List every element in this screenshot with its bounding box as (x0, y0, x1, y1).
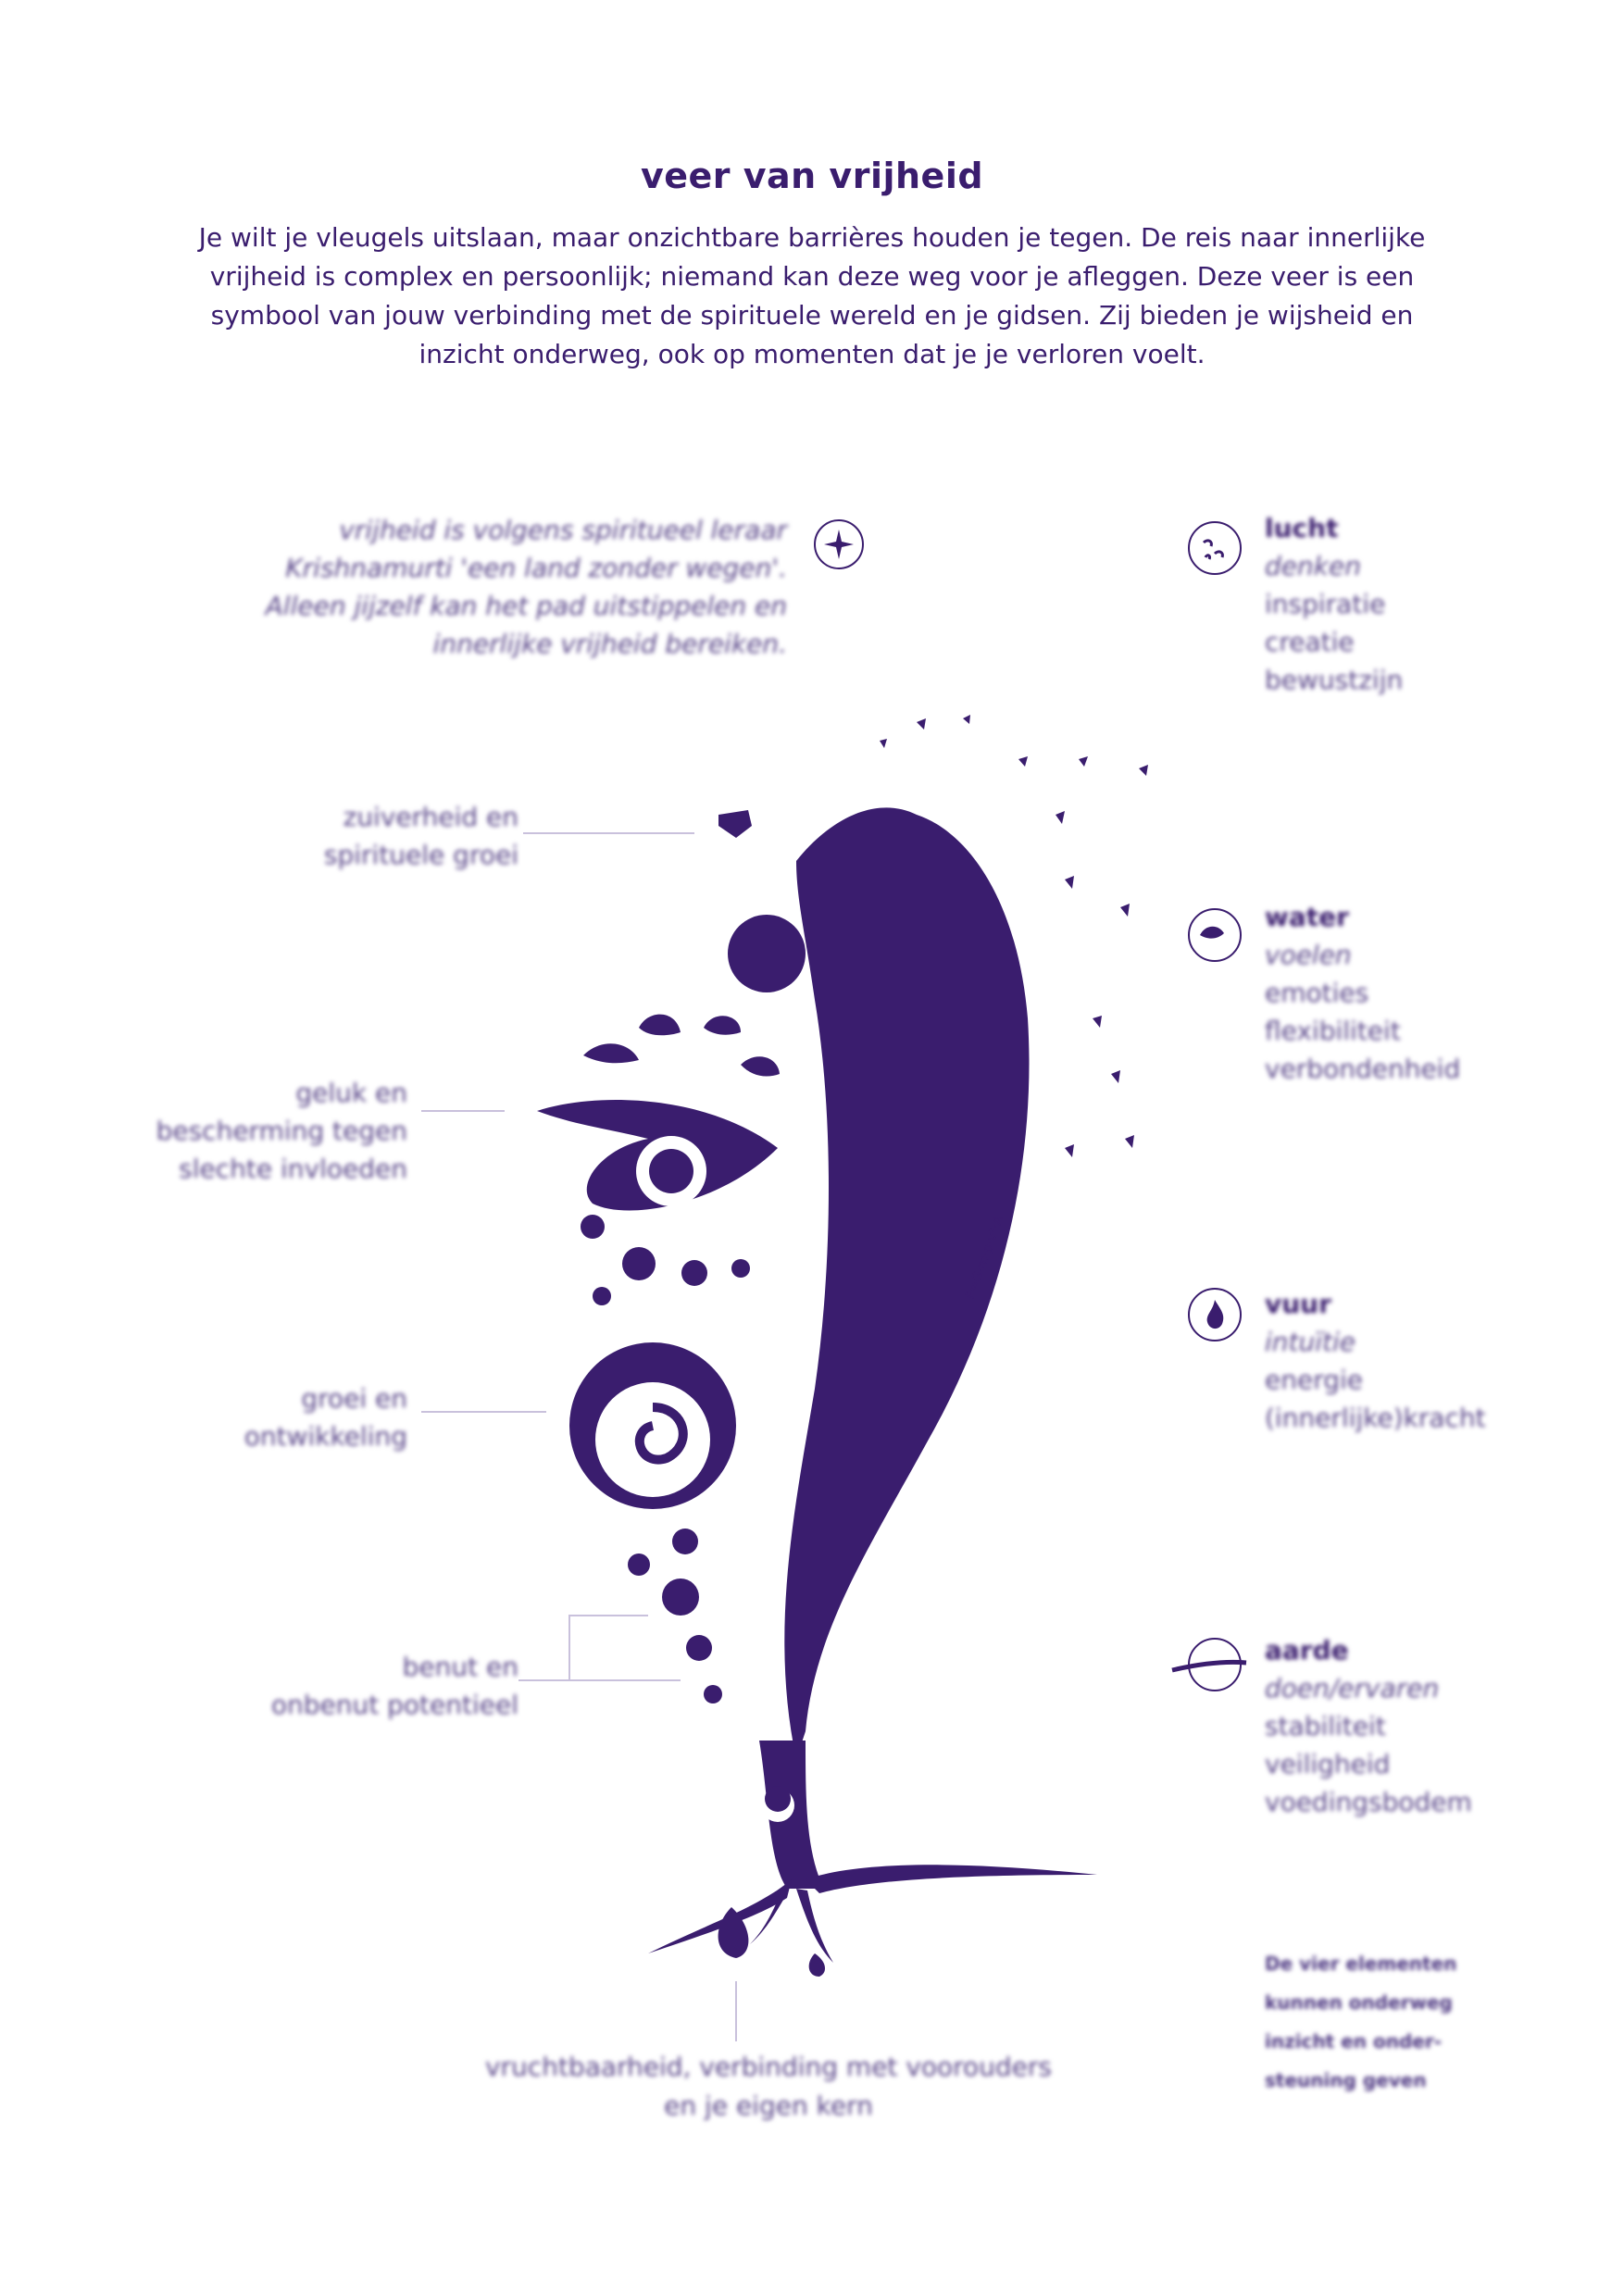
element-air: lucht denken inspiratie creatie bewustzi… (1265, 509, 1403, 699)
element-fire: vuur intuïtie energie (innerlijke)kracht (1265, 1285, 1486, 1437)
earth-icon (1171, 1638, 1247, 1691)
label-line: groei en (301, 1383, 407, 1414)
intro-text: Je wilt je vleugels uitslaan, maar onzic… (198, 222, 1426, 369)
element-item: flexibiliteit (1265, 1016, 1401, 1046)
quote-line: Krishnamurti 'een land zonder wegen'. (285, 553, 787, 583)
label-line: en je eigen kern (664, 2090, 873, 2121)
element-item: stabiliteit (1265, 1711, 1386, 1741)
note-line: kunnen onderweg (1265, 1991, 1453, 2014)
element-item: energie (1265, 1365, 1363, 1395)
krishnamurti-quote: vrijheid is volgens spiritueel leraar Kr… (241, 511, 787, 663)
element-name: vuur (1265, 1289, 1331, 1319)
element-item: denken (1265, 551, 1361, 581)
element-item: veiligheid (1265, 1749, 1391, 1779)
note-line: inzicht en onder- (1265, 2030, 1442, 2053)
element-item: voelen (1265, 940, 1352, 970)
four-elements-note: De vier elementen kunnen onderweg inzich… (1265, 1944, 1468, 2100)
seed-drop (808, 1953, 826, 1977)
note-line: steuning geven (1265, 2069, 1427, 2091)
label-line: spirituele groei (323, 840, 518, 870)
gem (718, 810, 752, 838)
page-title: veer van vrijheid (640, 156, 984, 196)
label-line: onbenut potentieel (270, 1690, 518, 1720)
quote-line: innerlijke vrijheid bereiken. (432, 629, 787, 659)
feather-shape (784, 807, 1030, 1759)
element-item: creatie (1265, 627, 1355, 657)
quote-line: vrijheid is volgens spiritueel leraar (339, 515, 787, 545)
element-item: doen/ervaren (1265, 1673, 1440, 1703)
element-item: inspiratie (1265, 589, 1386, 619)
star-circle (728, 915, 806, 992)
element-item: voedingsbodem (1265, 1787, 1472, 1817)
seed-drop (718, 1907, 749, 1958)
element-name: water (1265, 902, 1349, 932)
luck-label: geluk en bescherming tegen slechte invlo… (130, 1074, 407, 1188)
growth-label: groei en ontwikkeling (130, 1379, 407, 1455)
element-item: bewustzijn (1265, 665, 1404, 695)
star-icon (814, 519, 864, 569)
element-item: emoties (1265, 978, 1369, 1008)
fire-icon (1188, 1288, 1242, 1341)
element-earth: aarde doen/ervaren stabiliteit veilighei… (1265, 1631, 1472, 1821)
label-line: bescherming tegen (156, 1116, 407, 1146)
air-icon (1188, 521, 1242, 575)
element-water: water voelen emoties flexibiliteit verbo… (1265, 898, 1460, 1088)
element-item: (innerlijke)kracht (1265, 1403, 1486, 1433)
element-item: verbondenheid (1265, 1054, 1461, 1084)
element-name: aarde (1265, 1635, 1349, 1666)
label-line: ontwikkeling (244, 1421, 407, 1452)
element-item: intuïtie (1265, 1327, 1356, 1357)
element-name: lucht (1265, 513, 1339, 543)
label-line: zuiverheid en (343, 802, 518, 832)
water-icon (1188, 908, 1242, 962)
note-line: De vier elementen (1265, 1953, 1457, 1975)
feather-stem (759, 1741, 824, 1889)
label-line: benut en (402, 1652, 518, 1682)
label-line: vruchtbaarheid, verbinding met voorouder… (484, 2052, 1053, 2082)
potential-label: benut en onbenut potentieel (241, 1648, 518, 1724)
purity-label: zuiverheid en spirituele groei (241, 798, 518, 874)
quote-line: Alleen jijzelf kan het pad uitstippelen … (265, 591, 787, 621)
label-line: geluk en (295, 1078, 407, 1108)
label-line: slechte invloeden (179, 1154, 407, 1184)
fertility-label: vruchtbaarheid, verbinding met voorouder… (407, 2048, 1130, 2126)
